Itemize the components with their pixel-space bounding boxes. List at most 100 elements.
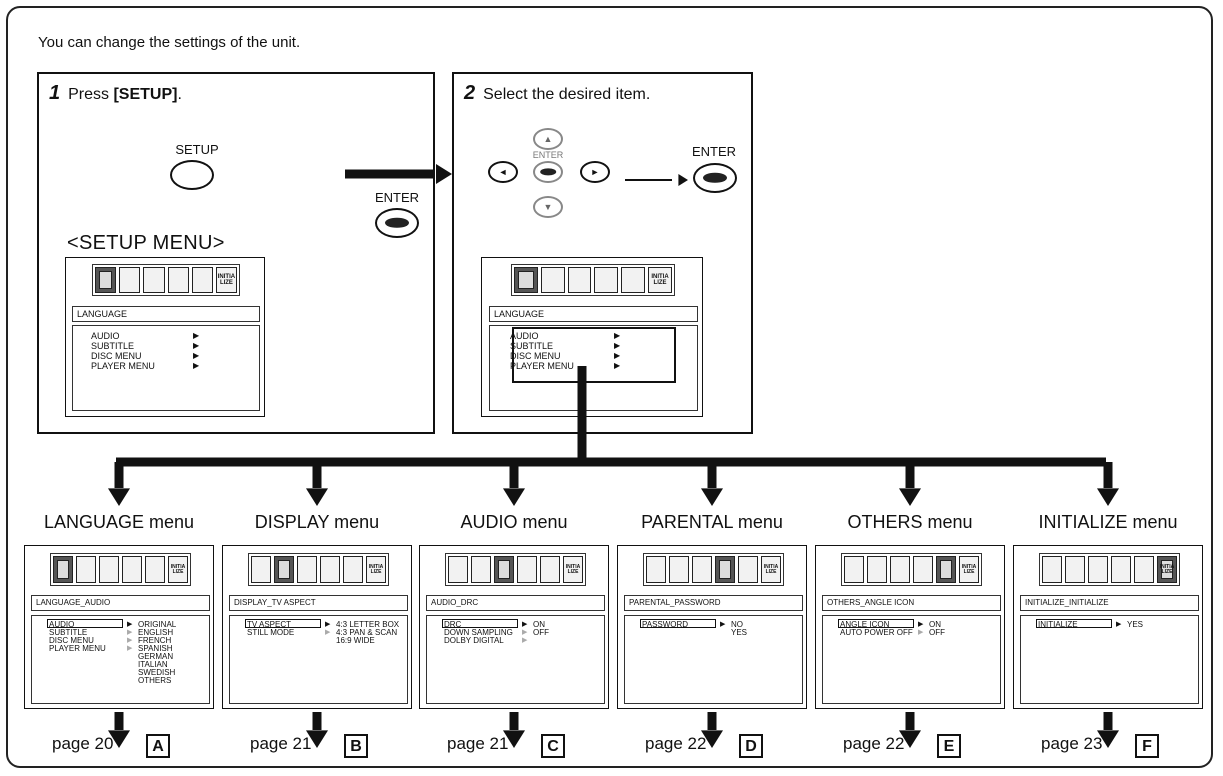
others-icon[interactable] [936, 556, 956, 583]
page-arrowhead [701, 730, 723, 748]
display-icon[interactable] [867, 556, 887, 583]
audio-icon[interactable] [692, 556, 712, 583]
initialize-icon[interactable]: INITIA LIZE [215, 267, 238, 293]
menu-item[interactable]: PLAYER MENU [91, 361, 155, 371]
display-icon[interactable] [669, 556, 689, 583]
step1-to-step2-arrowhead [436, 164, 452, 184]
audio-icon[interactable] [494, 556, 514, 583]
menu-item[interactable]: AUTO POWER OFF [840, 628, 913, 637]
audio-icon[interactable] [1088, 556, 1108, 583]
parental-icon[interactable] [913, 556, 933, 583]
others-icon[interactable] [145, 556, 165, 583]
submenu-arrow-icon: ▶ [193, 361, 200, 370]
menu-item[interactable]: STILL MODE [247, 628, 295, 637]
menu-screen-title: LANGUAGE [489, 306, 698, 322]
menu-item[interactable]: SUBTITLE [91, 341, 135, 351]
initialize-icon[interactable]: INITIA LIZE [648, 267, 672, 293]
initialize-icon[interactable]: INITIA LIZE [1157, 556, 1177, 583]
page-arrowhead [503, 730, 525, 748]
submenu-arrow-icon: ▶ [918, 621, 924, 628]
option-value: 16:9 WIDE [336, 636, 375, 645]
menu-item[interactable]: TV ASPECT [247, 620, 292, 629]
menu-item[interactable]: AUDIO [510, 331, 539, 341]
audio-icon[interactable] [890, 556, 910, 583]
menu-label-4: OTHERS menu [847, 512, 973, 532]
menu-item[interactable]: SUBTITLE [510, 341, 554, 351]
initialize-icon[interactable]: INITIA LIZE [761, 556, 781, 583]
audio-icon[interactable] [297, 556, 317, 583]
display-icon[interactable] [119, 267, 141, 293]
others-icon[interactable] [540, 556, 560, 583]
option-value: 4:3 PAN & SCAN [336, 628, 398, 637]
menu-item[interactable]: INITIALIZE [1038, 620, 1078, 629]
language-icon[interactable] [646, 556, 666, 583]
menu-item[interactable]: DOWN SAMPLING [444, 628, 513, 637]
audio-icon[interactable] [143, 267, 165, 293]
enter-mid-button[interactable] [375, 208, 419, 238]
left-arrow-button[interactable]: ◄ [488, 161, 518, 183]
initialize-icon[interactable]: INITIA LIZE [366, 556, 386, 583]
menu-screen-title: LANGUAGE_AUDIO [31, 595, 210, 611]
left-arrow-icon: ◄ [498, 167, 508, 177]
language-icon[interactable] [251, 556, 271, 583]
language-icon[interactable] [53, 556, 73, 583]
audio-icon[interactable] [567, 267, 592, 293]
initialize-icon[interactable]: INITIA LIZE [959, 556, 979, 583]
setup-button[interactable] [170, 160, 214, 190]
page-reference-2: page 21 [447, 734, 509, 753]
page-reference-0: page 20 [52, 734, 114, 753]
display-icon[interactable] [76, 556, 96, 583]
language-icon[interactable] [95, 267, 117, 293]
parental-icon[interactable] [167, 267, 189, 293]
menu-screen-title: PARENTAL_PASSWORD [624, 595, 803, 611]
enter-big-button[interactable] [693, 163, 737, 193]
page-arrowhead [306, 730, 328, 748]
menu-item[interactable]: PASSWORD [642, 620, 689, 629]
down-arrow-button[interactable]: ▼ [533, 196, 563, 218]
option-value: ON [929, 620, 941, 629]
parental-icon[interactable] [122, 556, 142, 583]
menu-item[interactable]: DISC MENU [510, 351, 561, 361]
menu-item-highlight [442, 619, 518, 628]
display-icon[interactable] [1065, 556, 1085, 583]
parental-icon[interactable] [594, 267, 619, 293]
others-icon[interactable] [191, 267, 213, 293]
parental-icon[interactable] [1111, 556, 1131, 583]
enter-small-button[interactable] [533, 161, 563, 183]
menu-item[interactable]: PLAYER MENU [49, 644, 106, 653]
menu-item[interactable]: SUBTITLE [49, 628, 88, 637]
option-value: ON [533, 620, 545, 629]
display-icon[interactable] [274, 556, 294, 583]
step-1-pre: Press [68, 86, 114, 103]
others-icon[interactable] [1134, 556, 1154, 583]
step-1-instruction: Press [SETUP]. [68, 86, 182, 104]
others-icon[interactable] [343, 556, 363, 583]
menu-item[interactable]: PLAYER MENU [510, 361, 574, 371]
menu-item[interactable]: DRC [444, 620, 462, 629]
up-arrow-button[interactable]: ▲ [533, 128, 563, 150]
initialize-icon[interactable]: INITIA LIZE [168, 556, 188, 583]
right-arrow-button[interactable]: ► [580, 161, 610, 183]
language-icon[interactable] [514, 267, 538, 293]
parental-icon[interactable] [517, 556, 537, 583]
menu-item[interactable]: DISC MENU [91, 351, 142, 361]
audio-icon[interactable] [99, 556, 119, 583]
menu-item[interactable]: DOLBY DIGITAL [444, 636, 504, 645]
parental-icon[interactable] [715, 556, 735, 583]
page-arrowhead [108, 730, 130, 748]
menu-item[interactable]: AUDIO [49, 620, 75, 629]
intro-text: You can change the settings of the unit. [38, 34, 301, 51]
language-icon[interactable] [448, 556, 468, 583]
menu-item[interactable]: AUDIO [91, 331, 120, 341]
display-icon[interactable] [540, 267, 565, 293]
others-icon[interactable] [621, 267, 646, 293]
menu-item[interactable]: DISC MENU [49, 636, 94, 645]
menu-item[interactable]: ANGLE ICON [840, 620, 890, 629]
language-icon[interactable] [1042, 556, 1062, 583]
parental-icon[interactable] [320, 556, 340, 583]
initialize-icon[interactable]: INITIA LIZE [563, 556, 583, 583]
language-icon[interactable] [844, 556, 864, 583]
others-icon[interactable] [738, 556, 758, 583]
display-icon[interactable] [471, 556, 491, 583]
